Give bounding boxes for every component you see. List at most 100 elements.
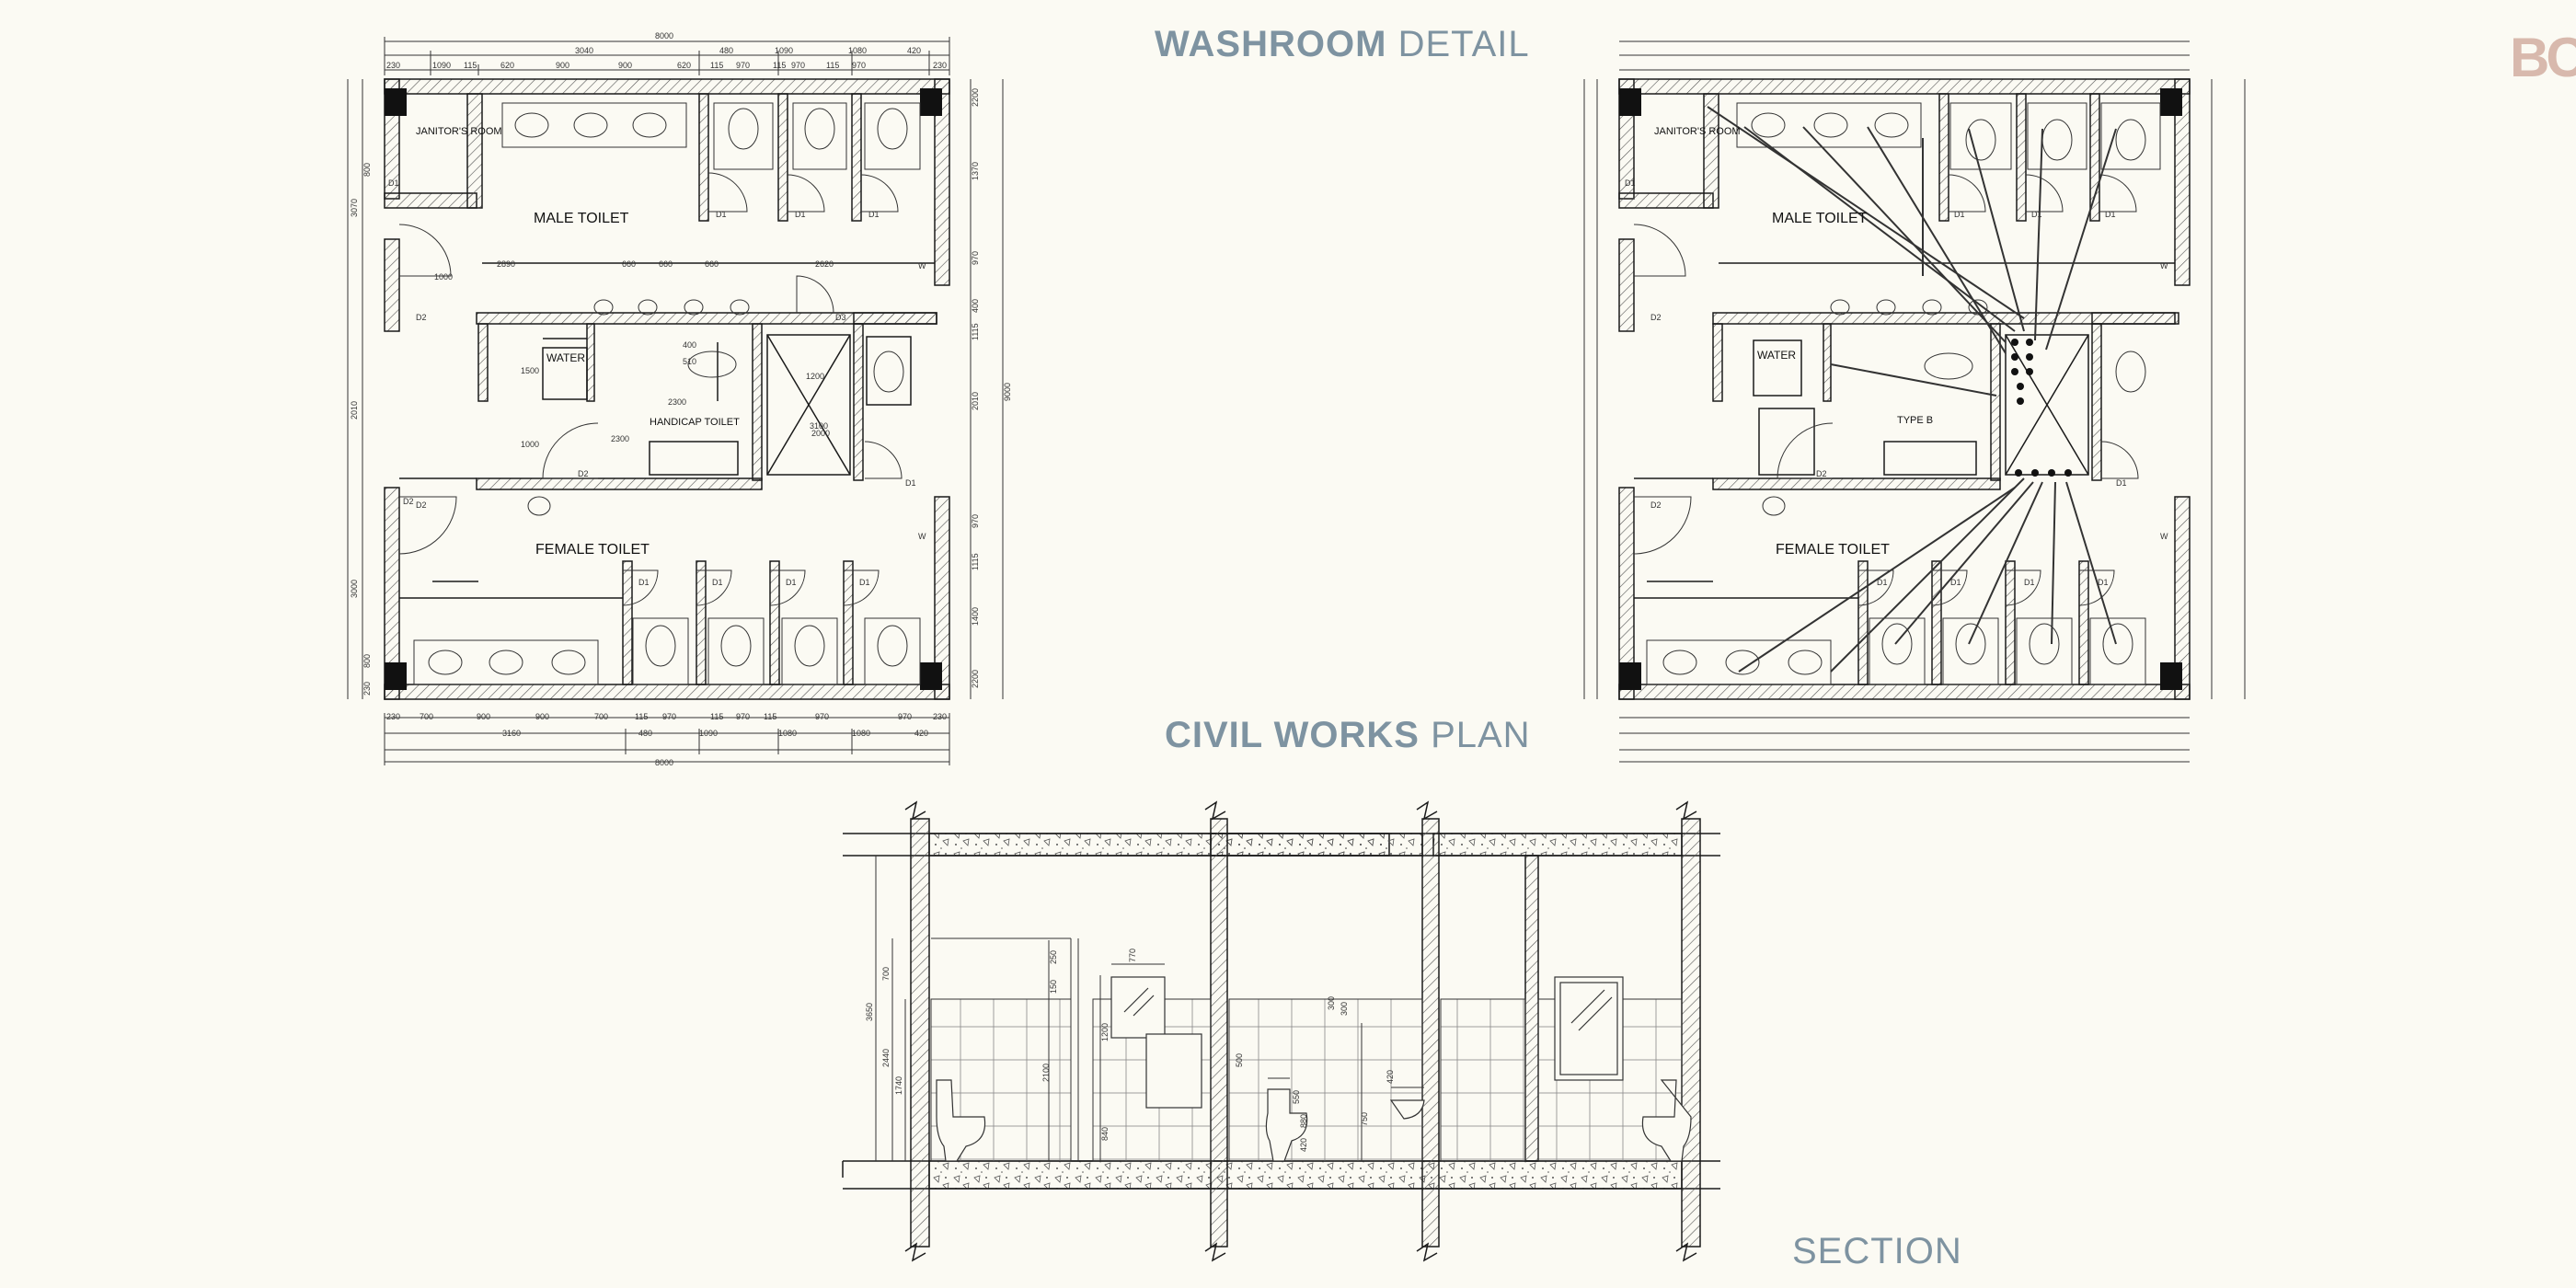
room-label-janitor-right: JANITOR'S ROOM xyxy=(1654,126,1741,137)
dimension-label: 8000 xyxy=(655,758,673,767)
door-swings-right xyxy=(1633,174,2139,606)
dimension-label: 8000 xyxy=(655,31,673,40)
title-washroom-detail: WASHROOM DETAIL xyxy=(1155,24,1530,65)
floor-plan-right: JANITOR'S ROOM MALE TOILET FEMALE TOILET… xyxy=(1583,40,2246,763)
dimension-label: 970 xyxy=(815,712,829,721)
dimension-label: 1200 xyxy=(806,372,824,381)
dimension-ticks-left xyxy=(384,37,950,765)
door-tag: W xyxy=(918,532,926,541)
door-tag: D1 xyxy=(638,578,650,587)
dimension-label: 620 xyxy=(500,61,514,70)
dimension-label: 970 xyxy=(736,61,750,70)
dimension-label: 970 xyxy=(852,61,866,70)
title-civil-bold: CIVIL WORKS xyxy=(1165,715,1420,755)
dimension-label: 900 xyxy=(556,61,569,70)
dimension-label: 420 xyxy=(914,729,928,738)
dimension-label: 1115 xyxy=(971,553,980,570)
dimension-label: 970 xyxy=(971,514,980,528)
dimension-label: 900 xyxy=(477,712,490,721)
dimension-label: 970 xyxy=(736,712,750,721)
title-washroom-light: DETAIL xyxy=(1397,24,1530,64)
door-tag: D1 xyxy=(1950,578,1961,587)
door-tag: D2 xyxy=(1650,313,1662,322)
dimension-label: 660 xyxy=(659,259,673,269)
dimension-label: 400 xyxy=(683,340,696,350)
door-tag: D1 xyxy=(905,478,916,488)
dimension-label: 2200 xyxy=(971,88,980,107)
dimension-label: 1115 xyxy=(971,323,980,340)
door-tag: D2 xyxy=(1650,500,1662,510)
room-label-handicap-toilet: HANDICAP TOILET xyxy=(650,417,740,428)
dimension-label: 115 xyxy=(826,61,839,70)
door-tag: D1 xyxy=(388,178,399,188)
dimension-label: 1080 xyxy=(778,729,797,738)
dimension-label: 420 xyxy=(1299,1138,1308,1152)
door-swings-left xyxy=(398,172,903,606)
dimension-label: 2300 xyxy=(611,434,629,443)
title-civil-works-plan: CIVIL WORKS PLAN xyxy=(1165,715,1531,756)
dimension-label: 480 xyxy=(638,729,652,738)
walls-left xyxy=(384,78,950,700)
dimension-label: 2200 xyxy=(971,670,980,688)
dimension-label: 1080 xyxy=(852,729,870,738)
dimension-label: 1080 xyxy=(848,46,867,55)
dimension-label: 300 xyxy=(1327,996,1336,1010)
dimension-label: 420 xyxy=(1386,1070,1395,1084)
door-tag: D1 xyxy=(2105,210,2116,219)
dimension-label: 1500 xyxy=(521,366,539,375)
door-tag: D1 xyxy=(786,578,797,587)
dimension-label: 500 xyxy=(1235,1053,1244,1067)
dimension-label: 1090 xyxy=(775,46,793,55)
dimension-label: 400 xyxy=(971,299,980,313)
door-tag: D1 xyxy=(795,210,806,219)
door-tag: W xyxy=(2160,261,2168,270)
section-slabs xyxy=(842,833,1720,1190)
dimension-label: 800 xyxy=(362,163,372,177)
room-label-male-toilet-right: MALE TOILET xyxy=(1772,211,1868,226)
room-labels-right: JANITOR'S ROOM MALE TOILET FEMALE TOILET… xyxy=(1654,126,1933,558)
section-columns xyxy=(910,818,1701,1248)
dimension-label: 660 xyxy=(622,259,636,269)
door-tag: D1 xyxy=(712,578,723,587)
dimension-label: 250 xyxy=(1049,950,1058,964)
door-tag: D1 xyxy=(2024,578,2035,587)
dimension-label: 150 xyxy=(1049,980,1058,994)
door-tag: D1 xyxy=(1625,178,1636,188)
dimension-label: 2890 xyxy=(497,259,515,269)
door-tag: D3 xyxy=(835,313,846,322)
door-tag: D1 xyxy=(868,210,880,219)
title-civil-light: PLAN xyxy=(1431,715,1531,755)
room-labels-left: JANITOR'S ROOM MALE TOILET FEMALE TOILET… xyxy=(416,126,740,558)
section-drawing xyxy=(842,800,1720,1262)
dimension-label: 9000 xyxy=(1003,383,1012,401)
section-fixtures xyxy=(936,976,1692,1162)
dimension-label: 480 xyxy=(719,46,733,55)
room-label-janitor: JANITOR'S ROOM xyxy=(416,126,502,137)
dimension-label: 3100 xyxy=(810,421,828,431)
room-label-water: WATER xyxy=(546,351,585,364)
dimension-label: 230 xyxy=(933,61,947,70)
dimension-label: 115 xyxy=(635,712,648,721)
columns-right xyxy=(1619,88,2182,690)
dimension-label: 2000 xyxy=(811,429,830,438)
door-tag: D2 xyxy=(416,313,427,322)
dimension-label: 230 xyxy=(386,712,400,721)
dimension-label: 700 xyxy=(594,712,608,721)
dimension-label: 840 xyxy=(1100,1127,1110,1141)
door-tag: D1 xyxy=(2116,478,2127,488)
title-section: SECTION xyxy=(1792,1231,1962,1271)
dimension-label: 115 xyxy=(773,61,786,70)
partitions-left xyxy=(399,262,935,599)
dimension-label: 620 xyxy=(677,61,691,70)
room-label-male-toilet: MALE TOILET xyxy=(534,211,629,226)
dimension-label: 300 xyxy=(1340,1002,1349,1016)
room-label-type-b: TYPE B xyxy=(1897,415,1933,426)
dimension-label: 2300 xyxy=(668,397,686,407)
dimension-label: 970 xyxy=(971,251,980,265)
walls-right xyxy=(1618,78,2191,700)
